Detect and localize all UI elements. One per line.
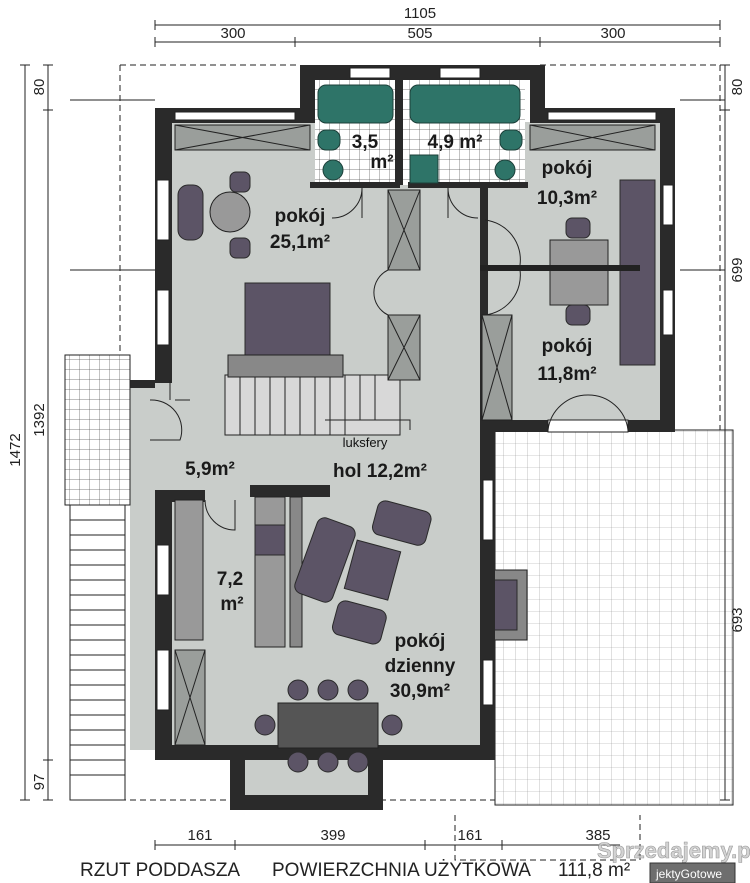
usable-area-label: POWIERZCHNIA UŻYTKOWA [272,860,531,881]
doors [149,187,629,531]
living-name-1: pokój [395,631,446,652]
dim-bottom-1: 161 [187,827,212,844]
dim-left-2: 1392 [31,403,48,436]
dim-right-3: 693 [729,607,746,632]
dim-top-3: 300 [600,25,625,42]
living-area: 30,9m² [390,681,450,702]
dim-left-total: 1472 [7,433,24,466]
room-c-area: 11,8m² [537,364,596,385]
hall-note: luksfery [343,435,388,450]
bath-1-unit: m² [370,152,393,173]
usable-area-value: 111,8 m² [558,860,630,881]
watermark-logo: Sprzedajemy.pl jektyGotowe [597,838,750,883]
dim-bottom-2: 399 [320,827,345,844]
hall-area: hol 12,2m² [333,461,427,482]
room-b-area: 10,3m² [537,188,597,209]
bath-2-area: 4,9 m² [428,132,483,153]
plan-title: RZUT PODDASZA [80,860,240,881]
living-name-2: dzienny [385,656,456,677]
bath-1-area: 3,5 [352,132,379,153]
terrace [494,429,734,806]
windows [156,67,674,711]
room-c-name: pokój [542,336,593,357]
dim-top-total: 1105 [404,5,436,22]
furniture [174,171,656,773]
dim-bottom-4: 385 [585,827,610,844]
dim-top-2: 505 [407,25,432,42]
watermark-sub: jektyGotowe [655,867,722,881]
kitchen-area: 7,2 [217,569,243,590]
kitchen-unit: m² [220,594,243,615]
watermark-brand: Sprzedajemy.pl [597,838,750,863]
roof-outline-bottom [454,815,641,861]
room-b-name: pokój [542,158,593,179]
dim-left-1: 80 [31,79,48,96]
dim-left-3: 97 [31,774,48,791]
vestibule-area: 5,9m² [185,459,235,480]
dimension-lines: 1105 300 505 300 1472 80 1392 97 80 699 … [7,5,746,850]
dim-right-2: 699 [729,257,746,282]
dim-bottom-3: 161 [457,827,482,844]
dim-right-1: 80 [729,79,746,96]
wardrobes [174,124,656,746]
room-labels: pokój 25,1m² 3,5 m² 4,9 m² pokój 10,3m² … [185,132,597,702]
dim-top-1: 300 [220,25,245,42]
room-a-area: 25,1m² [270,232,330,253]
sanitary-fixtures [317,84,523,184]
external-stairs [64,354,131,801]
internal-stairs [224,374,411,436]
roof-eave [169,380,190,401]
room-a-name: pokój [275,206,326,227]
